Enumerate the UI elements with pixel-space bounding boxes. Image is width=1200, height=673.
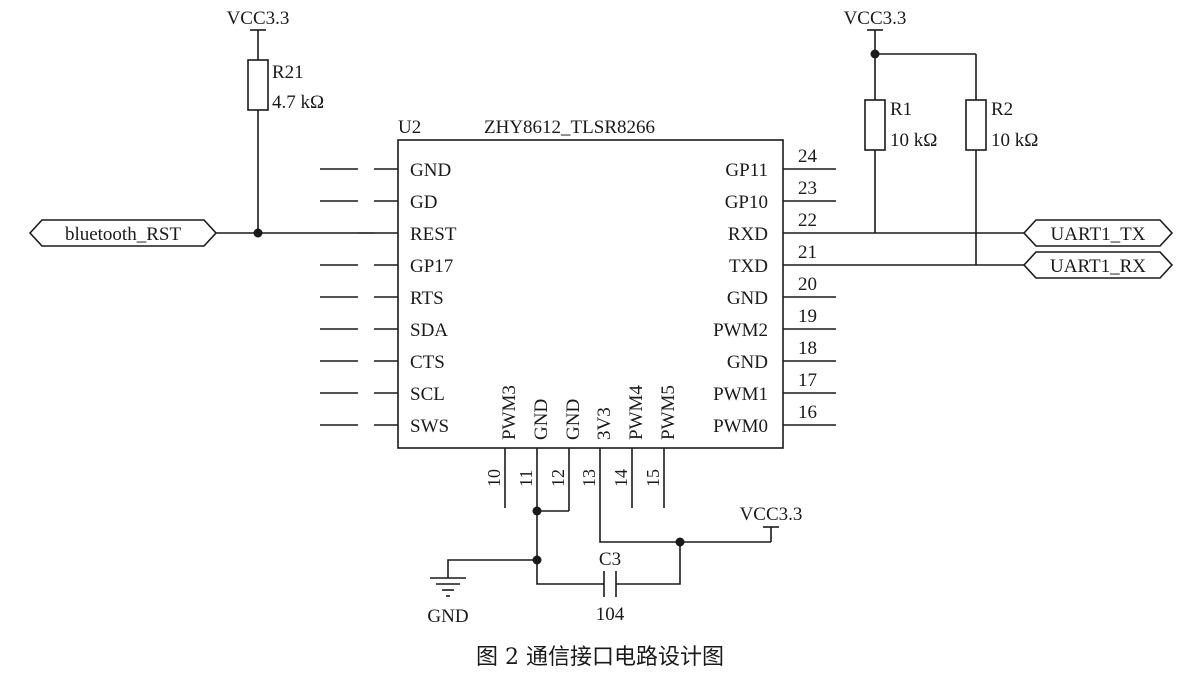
left-pin-scl: SCL xyxy=(320,384,445,405)
right-pin-number: 18 xyxy=(798,338,817,359)
chip-u2-body xyxy=(397,139,784,449)
right-pin-label: PWM0 xyxy=(713,416,768,437)
left-pin-sws: SWS xyxy=(320,416,449,437)
gnd-label: GND xyxy=(427,606,468,627)
right-pin-pwm2: PWM2 19 xyxy=(713,306,836,341)
bottom-pin-gnd-12: GND 12 xyxy=(537,399,584,512)
right-pin-number: 24 xyxy=(798,146,818,167)
right-pin-label: RXD xyxy=(728,224,768,245)
left-pin-label: SCL xyxy=(410,384,445,405)
right-pin-number: 16 xyxy=(798,402,817,423)
resistor-r2 xyxy=(965,99,987,151)
right-pin-number: 21 xyxy=(798,242,817,263)
cap-right-wire xyxy=(616,542,681,585)
bottom-pin-pwm3: PWM3 10 xyxy=(484,385,520,508)
right-pin-pwm1: PWM1 17 xyxy=(713,370,836,405)
bottom-pin-number: 15 xyxy=(643,469,663,487)
bottom-pin-pwm4: PWM4 14 xyxy=(611,385,647,508)
right-pin-label: PWM2 xyxy=(713,320,768,341)
right-pin-label: GND xyxy=(727,288,768,309)
vcc-left-label: VCC3.3 xyxy=(227,8,290,29)
r1-ref: R1 xyxy=(890,99,912,120)
bottom-pin-number: 14 xyxy=(611,469,631,487)
net-label-uart-rx: UART1_RX xyxy=(1050,256,1146,277)
left-pin-label: SWS xyxy=(410,416,449,437)
right-pin-pwm0: PWM0 16 xyxy=(713,402,836,437)
chip-part-number: ZHY8612_TLSR8266 xyxy=(484,117,655,138)
r2-value: 10 kΩ xyxy=(991,130,1038,151)
right-pin-label: GND xyxy=(727,352,768,373)
c3-value: 104 xyxy=(596,604,625,625)
left-pin-cts: CTS xyxy=(320,352,445,373)
chip-ref: U2 xyxy=(398,117,421,138)
left-pin-label: SDA xyxy=(410,320,448,341)
r1-value: 10 kΩ xyxy=(890,130,937,151)
right-pin-number: 19 xyxy=(798,306,817,327)
gnd-symbol-wire xyxy=(447,559,537,578)
left-pin-label: GD xyxy=(410,192,437,213)
bottom-pin-number: 12 xyxy=(548,469,568,487)
bottom-pin-label: PWM4 xyxy=(626,385,647,440)
figure-caption: 图 2 通信接口电路设计图 xyxy=(476,645,724,670)
r21-value: 4.7 kΩ xyxy=(272,92,324,113)
bottom-pin-number: 11 xyxy=(516,470,536,487)
right-pin-gp11: GP11 24 xyxy=(725,146,836,181)
right-pin-number: 17 xyxy=(798,370,817,391)
bottom-pin-number: 13 xyxy=(579,469,599,487)
net-label-bluetooth-rst: bluetooth_RST xyxy=(65,224,182,245)
bottom-pin-3v3: 3V3 13 xyxy=(579,407,771,543)
left-pin-rts: RTS xyxy=(320,288,444,309)
left-pin-gnd: GND xyxy=(320,160,451,181)
cap-left-wire xyxy=(536,560,604,585)
resistor-r21 xyxy=(247,59,269,111)
right-pin-label: GP11 xyxy=(725,160,768,181)
bottom-pin-gnd-11: GND 11 xyxy=(516,399,552,560)
r21-ref: R21 xyxy=(272,62,304,83)
left-pin-label: CTS xyxy=(410,352,445,373)
right-pin-number: 20 xyxy=(798,274,817,295)
right-pin-number: 22 xyxy=(798,210,817,231)
bottom-pin-label: PWM5 xyxy=(658,385,679,440)
resistor-r1 xyxy=(864,99,886,151)
net-flag-uart-tx xyxy=(1022,219,1174,247)
right-pin-label: GP10 xyxy=(725,192,768,213)
r2-ref: R2 xyxy=(991,99,1013,120)
bottom-pin-label: PWM3 xyxy=(499,385,520,440)
left-pin-label: REST xyxy=(410,224,457,245)
net-label-uart-tx: UART1_TX xyxy=(1051,224,1146,245)
right-pin-txd: TXD 21 xyxy=(729,242,1024,277)
right-pin-gnd-20: GND 20 xyxy=(727,274,836,309)
left-pin-gp17: GP17 xyxy=(320,256,453,277)
left-pin-rest: REST xyxy=(374,224,457,245)
right-pin-number: 23 xyxy=(798,178,817,199)
right-pin-label: TXD xyxy=(729,256,768,277)
vcc-bottom-label: VCC3.3 xyxy=(740,504,803,525)
bottom-pin-label: GND xyxy=(563,399,584,440)
right-pin-gp10: GP10 23 xyxy=(725,178,836,213)
net-flag-uart-rx xyxy=(1022,251,1174,279)
left-pin-label: RTS xyxy=(410,288,444,309)
c3-ref: C3 xyxy=(599,549,621,570)
right-pin-gnd-18: GND 18 xyxy=(727,338,836,373)
vcc-right-label: VCC3.3 xyxy=(844,8,907,29)
left-pin-label: GND xyxy=(410,160,451,181)
right-pin-label: PWM1 xyxy=(713,384,768,405)
bottom-pin-label: GND xyxy=(531,399,552,440)
left-pin-gd: GD xyxy=(320,192,437,213)
left-pin-label: GP17 xyxy=(410,256,453,277)
left-pin-sda: SDA xyxy=(320,320,448,341)
bottom-pin-pwm5: PWM5 15 xyxy=(643,385,679,508)
bottom-pin-number: 10 xyxy=(484,469,504,487)
right-pin-rxd: RXD 22 xyxy=(728,210,1024,245)
bottom-pin-label: 3V3 xyxy=(594,407,615,440)
junction-gnd-pins xyxy=(532,506,542,516)
